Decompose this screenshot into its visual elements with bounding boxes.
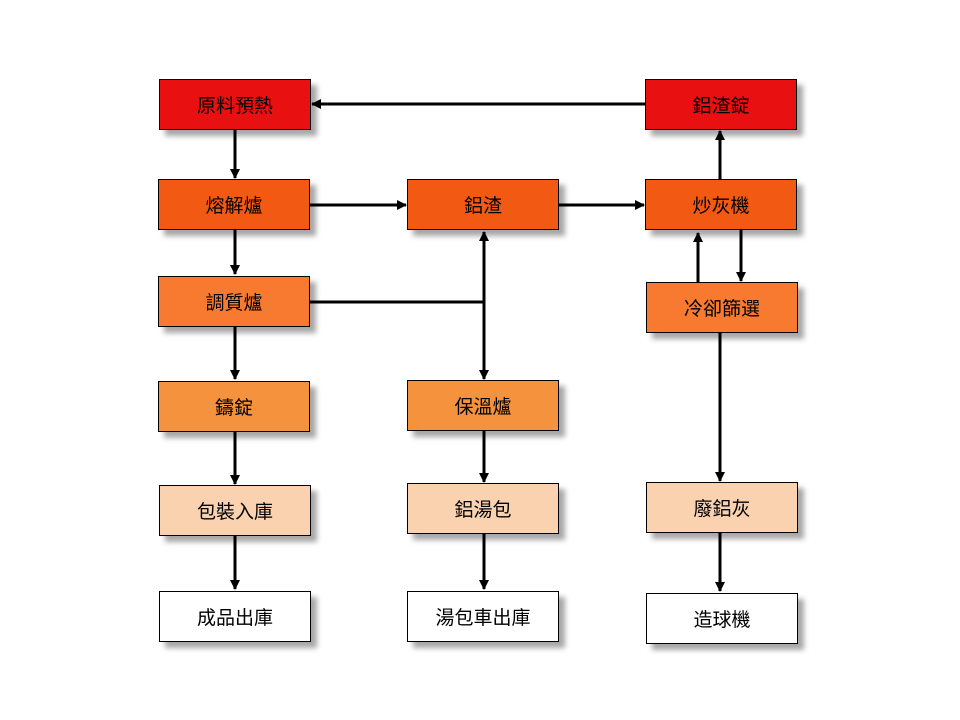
node-label: 鋁湯包 [454, 499, 512, 521]
node-cooling-screening: 冷卻篩選 [646, 282, 798, 333]
node-label: 保溫爐 [454, 396, 512, 418]
node-label: 鑄錠 [214, 397, 253, 419]
node-ash-fryer: 炒灰機 [645, 179, 797, 230]
node-melting-furnace: 熔解爐 [158, 179, 310, 230]
node-conditioning-furnace: 調質爐 [158, 276, 310, 327]
node-label: 冷卻篩選 [683, 298, 760, 320]
node-waste-ash: 廢鋁灰 [646, 482, 798, 533]
node-label: 鋁渣錠 [692, 95, 750, 117]
node-dross: 鋁渣 [407, 179, 559, 230]
node-label: 熔解爐 [205, 195, 263, 217]
node-holding-furnace: 保溫爐 [407, 380, 559, 431]
node-packing-storage: 包裝入庫 [159, 485, 311, 536]
node-label: 廢鋁灰 [693, 498, 751, 520]
node-label: 包裝入庫 [196, 501, 273, 523]
node-dross-ingot: 鋁渣錠 [645, 79, 797, 130]
node-pelletizer: 造球機 [646, 593, 798, 644]
node-casting-ingot: 鑄錠 [158, 381, 310, 432]
node-product-shipping: 成品出庫 [159, 591, 311, 642]
node-label: 調質爐 [205, 292, 263, 314]
node-label: 造球機 [693, 609, 751, 631]
node-label: 湯包車出庫 [435, 607, 531, 629]
node-label: 成品出庫 [196, 607, 273, 629]
node-label: 鋁渣 [463, 195, 502, 217]
node-label: 原料預熱 [196, 95, 273, 117]
node-label: 炒灰機 [692, 195, 750, 217]
node-raw-preheat: 原料預熱 [159, 79, 311, 130]
node-ladle-truck-shipping: 湯包車出庫 [407, 591, 559, 642]
node-molten-ladle: 鋁湯包 [407, 483, 559, 534]
